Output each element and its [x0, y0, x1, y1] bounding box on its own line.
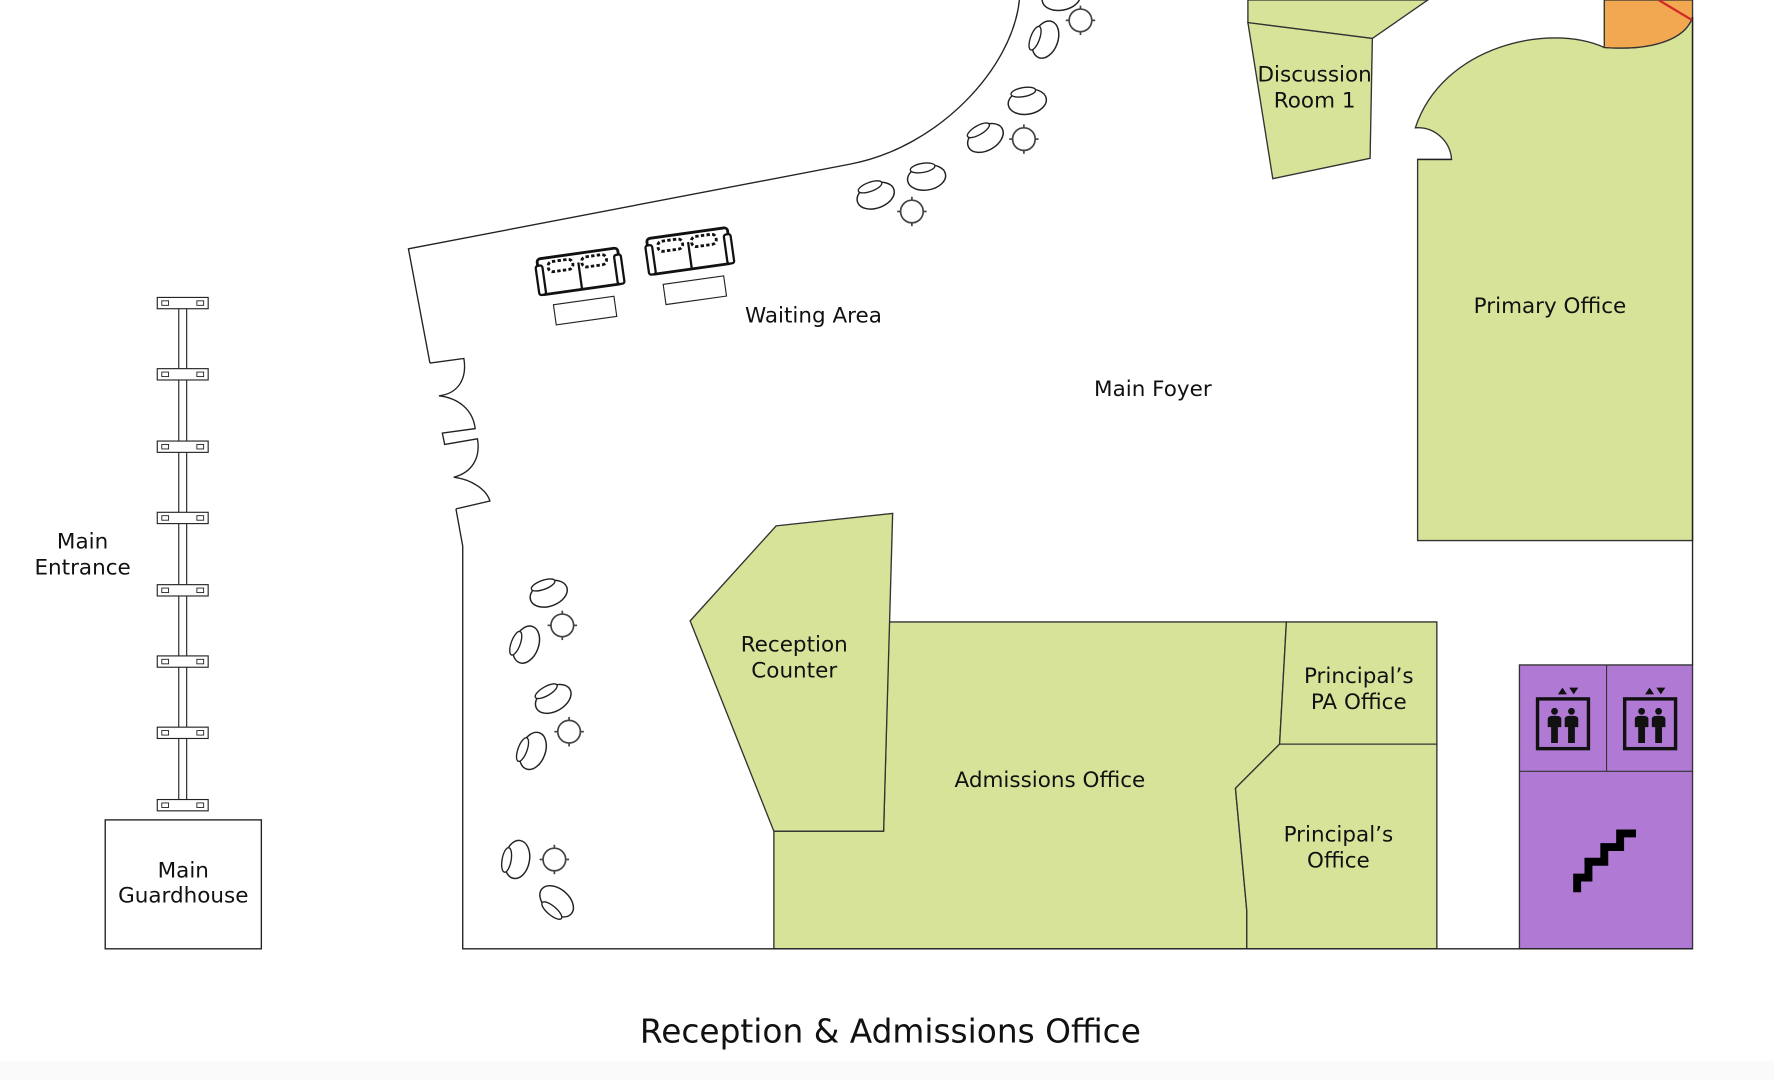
chair-icon — [515, 731, 548, 771]
sofa-icon — [644, 226, 736, 306]
door-icon[interactable] — [429, 357, 491, 510]
table-icon — [897, 196, 927, 227]
table-icon — [539, 844, 570, 875]
chair-icon — [966, 122, 1004, 154]
table-icon — [1065, 5, 1096, 36]
building-outline-lower — [455, 16, 1694, 950]
elevator-icon — [1535, 687, 1591, 751]
red-marker-line — [1658, 0, 1694, 22]
label-guardhouse-1: Main — [158, 859, 209, 884]
label-discussion-room-1: Discussion — [1258, 62, 1372, 87]
table-icon — [554, 716, 584, 747]
chair-icon — [500, 839, 531, 880]
label-reception-1: Reception — [741, 632, 848, 657]
label-pa-office-2: PA Office — [1311, 690, 1407, 715]
label-principals-office-2: Office — [1307, 848, 1370, 873]
table-icon — [1009, 124, 1039, 154]
chair-icon — [1041, 0, 1082, 12]
chair-icon — [539, 884, 575, 920]
room-discussion-room-1[interactable] — [1247, 21, 1374, 180]
chair-icon — [529, 578, 569, 608]
lift-stair-core[interactable] — [1518, 664, 1694, 950]
page-title: Reception & Admissions Office — [640, 1013, 1141, 1051]
label-admissions-office: Admissions Office — [955, 768, 1146, 793]
label-pa-office-1: Principal’s — [1304, 664, 1414, 689]
chair-icon — [534, 683, 572, 715]
label-main-foyer: Main Foyer — [1094, 377, 1212, 402]
room-reception-counter[interactable] — [689, 512, 894, 832]
stairs-icon — [1573, 829, 1636, 893]
gate-icon[interactable] — [156, 296, 209, 812]
table-icon — [547, 610, 578, 641]
chair-icon — [1028, 20, 1060, 59]
chair-icon — [509, 625, 541, 664]
chair-icon — [1007, 86, 1048, 116]
label-guardhouse-2: Guardhouse — [118, 883, 248, 908]
building-outline — [407, 0, 1021, 364]
elevator-icon — [1622, 687, 1678, 751]
label-principals-office-1: Principal’s — [1284, 822, 1394, 847]
label-discussion-room-2: Room 1 — [1274, 88, 1356, 113]
footer-band — [0, 1060, 1774, 1080]
chair-icon — [906, 162, 947, 191]
label-reception-2: Counter — [751, 658, 837, 683]
chair-icon — [856, 180, 895, 210]
room-primary-office[interactable] — [1414, 16, 1694, 542]
label-primary-office: Primary Office — [1474, 294, 1627, 319]
label-main-entrance-1: Main — [57, 529, 108, 554]
label-main-entrance-2: Entrance — [34, 555, 130, 580]
label-waiting-area: Waiting Area — [745, 303, 882, 328]
main-guardhouse[interactable] — [104, 819, 263, 950]
sofa-icon — [534, 246, 626, 326]
